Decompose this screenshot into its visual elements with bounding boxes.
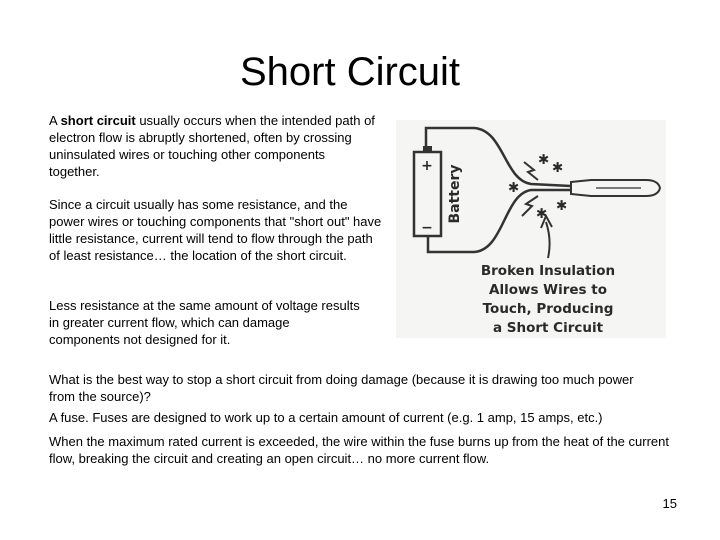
paragraph-definition-body: usually occurs when the intended path of… bbox=[49, 113, 375, 179]
caption-line-2: Allows Wires to bbox=[489, 282, 607, 298]
paragraph-definition: A short circuit usually occurs when the … bbox=[49, 112, 379, 180]
paragraph-definition-prefix: A bbox=[49, 113, 61, 128]
short-circuit-illustration: + − Battery ✱ ✱ ✱ ✱ ✱ Broken Insulation … bbox=[396, 120, 666, 338]
spark-star-icon: ✱ bbox=[536, 206, 547, 222]
spark-star-icon: ✱ bbox=[508, 180, 519, 196]
battery-label: Battery bbox=[447, 164, 463, 223]
battery-plus-sign: + bbox=[421, 158, 433, 174]
spark-star-icon: ✱ bbox=[556, 198, 567, 214]
circuit-diagram: + − Battery ✱ ✱ ✱ ✱ ✱ Broken Insulation … bbox=[412, 126, 662, 336]
positive-wire bbox=[424, 126, 572, 188]
caption-line-3: Touch, Producing bbox=[483, 301, 614, 317]
answer-text: A fuse. Fuses are designed to work up to… bbox=[49, 410, 603, 425]
negative-wire bbox=[426, 188, 571, 254]
spark-star-icon: ✱ bbox=[552, 160, 563, 176]
slide-title: Short Circuit bbox=[239, 50, 461, 94]
caption-line-1: Broken Insulation bbox=[481, 263, 615, 279]
spark-icon bbox=[523, 161, 539, 181]
explanation-text: When the maximum rated current is exceed… bbox=[49, 434, 669, 466]
caption-line-4: a Short Circuit bbox=[493, 320, 604, 336]
arrow-head-icon bbox=[540, 213, 553, 229]
paragraph-current-flow: Less resistance at the same amount of vo… bbox=[49, 298, 360, 347]
question-text: What is the best way to stop a short cir… bbox=[49, 372, 634, 404]
battery-terminal bbox=[423, 146, 432, 152]
paragraph-resistance: Since a circuit usually has some resista… bbox=[49, 197, 382, 263]
short-circuit-term: short circuit bbox=[60, 113, 136, 128]
pointer-line bbox=[545, 221, 551, 259]
spark-icon bbox=[521, 195, 539, 217]
page-number: 15 bbox=[662, 496, 677, 511]
battery-minus-sign: − bbox=[421, 220, 433, 236]
bulb-icon bbox=[570, 179, 662, 197]
spark-star-icon: ✱ bbox=[538, 152, 549, 168]
